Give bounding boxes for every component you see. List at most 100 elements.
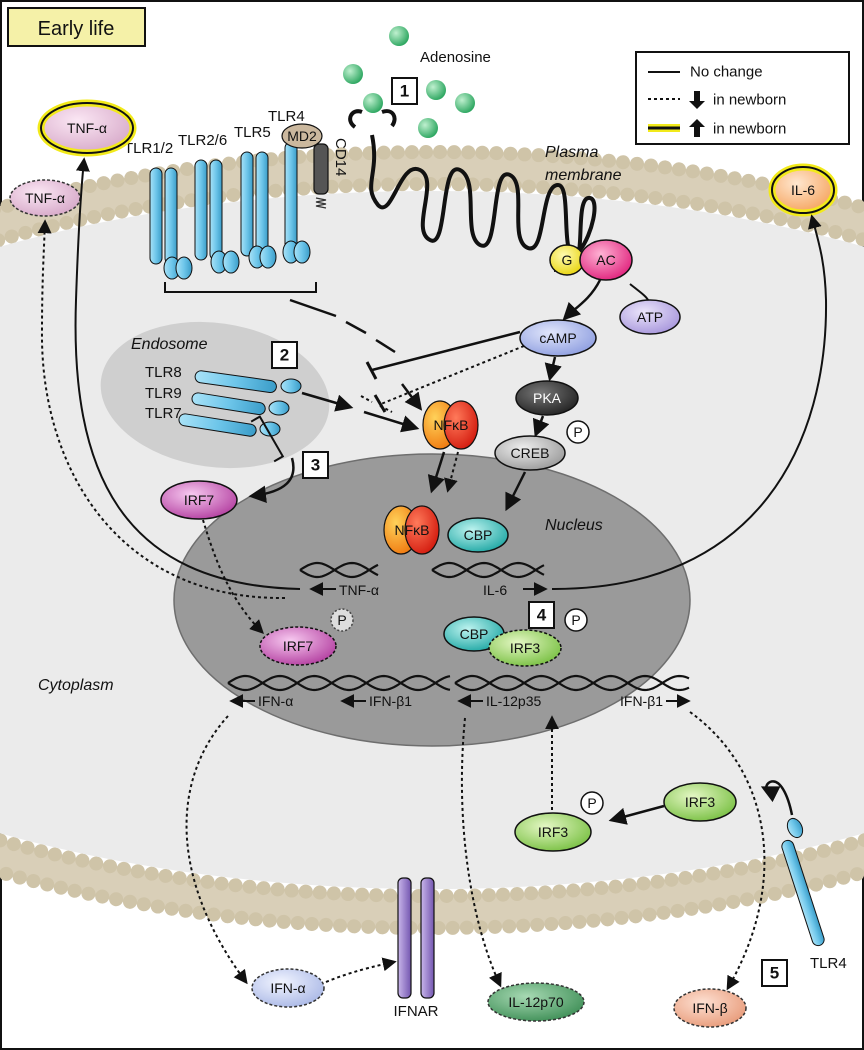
svg-text:IRF3: IRF3: [538, 824, 569, 840]
svg-text:CBP: CBP: [464, 527, 493, 543]
irf3-nucleus: IRF3 P: [488, 608, 588, 667]
il12-secretion-arrow: [460, 717, 502, 988]
svg-text:P: P: [573, 424, 582, 440]
svg-text:3: 3: [311, 456, 320, 475]
tlr7-label: TLR7: [145, 405, 182, 422]
step-5-badge: 5: [761, 959, 788, 987]
adenosine-receptor: [369, 134, 597, 272]
svg-text:IRF7: IRF7: [184, 492, 215, 508]
nfkb-nucleus: NFκB: [383, 505, 440, 555]
tnfa-reduced-secretion-arrow: [37, 219, 286, 600]
nfkb-translocation-dotted: [444, 451, 459, 493]
irf7-nucleus: IRF7 P: [259, 608, 354, 666]
pka: PKA: [515, 380, 579, 416]
gene-il12p35: IL-12p35: [457, 693, 541, 709]
svg-text:ATP: ATP: [637, 309, 663, 325]
dna-strand: [431, 561, 545, 579]
plasma-membrane-label-1: Plasma: [545, 144, 598, 161]
gene-il6: IL-6: [483, 582, 548, 598]
tlr4-bottom: [781, 817, 825, 947]
il6-out-highlight: IL-6: [768, 163, 838, 217]
pka-to-creb-arrow: [532, 415, 550, 438]
nfkb-cytoplasm: NFκB: [422, 400, 479, 450]
endosomal-tlrs: [178, 370, 302, 463]
surface-tlr-bracket: [164, 282, 317, 293]
svg-text:IRF7: IRF7: [283, 638, 314, 654]
ifnar-receptor: [397, 877, 435, 999]
svg-text:IFN-β1: IFN-β1: [620, 693, 663, 709]
g-protein: G: [549, 244, 585, 276]
step-1-badge: 1: [391, 77, 418, 105]
ifnar-label: IFNAR: [394, 1003, 439, 1020]
dna-strands: [227, 561, 690, 692]
endosome-to-nfkb-arrow: [301, 391, 354, 412]
cd14-label: CD14: [332, 138, 349, 176]
legend-up: in newborn: [713, 121, 786, 138]
ifnb-out: IFN-β: [673, 988, 747, 1028]
tlr-to-nfkb-dashes: [289, 298, 396, 354]
svg-text:CBP: CBP: [460, 626, 489, 642]
svg-text:CREB: CREB: [511, 445, 550, 461]
dna-strand: [454, 674, 690, 692]
surface-tlrs: MD2 CD14: [149, 123, 349, 293]
svg-text:cAMP: cAMP: [539, 330, 576, 346]
tnfa-secretion-arrow: [74, 157, 301, 590]
svg-text:IFN-β1: IFN-β1: [369, 693, 412, 709]
svg-text:5: 5: [770, 964, 779, 983]
ifna-to-ifnar-arrow: [325, 957, 397, 983]
svg-text:MD2: MD2: [287, 128, 317, 144]
irf7-cytoplasm: IRF7: [160, 480, 238, 520]
svg-text:P: P: [587, 795, 596, 811]
adenosine-molecules: [343, 26, 475, 138]
svg-text:IL-6: IL-6: [791, 182, 815, 198]
gene-tnfa: TNF-α: [309, 582, 379, 598]
endosome-to-irf7-arrow: [248, 457, 295, 503]
up-arrow-icon: [689, 119, 705, 137]
svg-text:IL-12p70: IL-12p70: [508, 994, 563, 1010]
dna-strand: [299, 561, 379, 579]
camp-to-pka-arrow: [544, 356, 562, 382]
tlr4-signal-arrow: [760, 780, 794, 816]
irf3-cytoplasm-phospho: IRF3 P: [514, 791, 604, 852]
svg-text:2: 2: [280, 346, 289, 365]
step-3-badge: 3: [302, 451, 329, 479]
step-4-badge: 4: [528, 601, 555, 629]
cytoplasm-label: Cytoplasm: [38, 677, 114, 694]
camp: cAMP: [519, 319, 597, 357]
svg-text:IRF3: IRF3: [685, 794, 716, 810]
svg-text:P: P: [571, 612, 580, 628]
svg-text:NFκB: NFκB: [395, 522, 430, 538]
svg-text:1: 1: [400, 82, 409, 101]
title-box: Early life: [7, 7, 146, 47]
svg-text:NFκB: NFκB: [434, 417, 469, 433]
svg-text:IFN-α: IFN-α: [258, 693, 293, 709]
tnfa-out-highlight: TNF-α: [37, 99, 137, 157]
adenylate-cyclase: AC: [579, 239, 633, 281]
svg-text:TNF-α: TNF-α: [339, 582, 379, 598]
nucleus-label: Nucleus: [545, 517, 603, 534]
svg-text:PKA: PKA: [533, 390, 562, 406]
dna-strand: [431, 561, 545, 579]
svg-text:IL-12p35: IL-12p35: [486, 693, 541, 709]
ifnb-secretion-arrow: [689, 711, 766, 991]
legend-no-change: No change: [690, 64, 763, 81]
md2: [281, 123, 323, 149]
endosome-label: Endosome: [131, 336, 208, 353]
atp-link: [629, 283, 649, 301]
gene-ifnb1-left: IFN-β1: [340, 693, 412, 709]
tlr5-label: TLR5: [234, 124, 271, 141]
svg-text:4: 4: [537, 606, 547, 625]
dna-strand: [227, 674, 451, 692]
cd14: [313, 143, 329, 195]
svg-text:IRF3: IRF3: [510, 640, 541, 656]
tlr9-label: TLR9: [145, 385, 182, 402]
dna-strand: [454, 674, 690, 692]
svg-text:G: G: [562, 252, 573, 268]
gene-ifnb1-right: IFN-β1: [620, 693, 691, 709]
svg-text:IFN-α: IFN-α: [270, 980, 305, 996]
legend: No change in newborn in newborn: [635, 51, 850, 145]
svg-text:TNF-α: TNF-α: [67, 120, 107, 136]
title-text: Early life: [38, 18, 115, 40]
svg-text:IFN-β: IFN-β: [692, 1000, 727, 1016]
svg-text:P: P: [337, 612, 346, 628]
